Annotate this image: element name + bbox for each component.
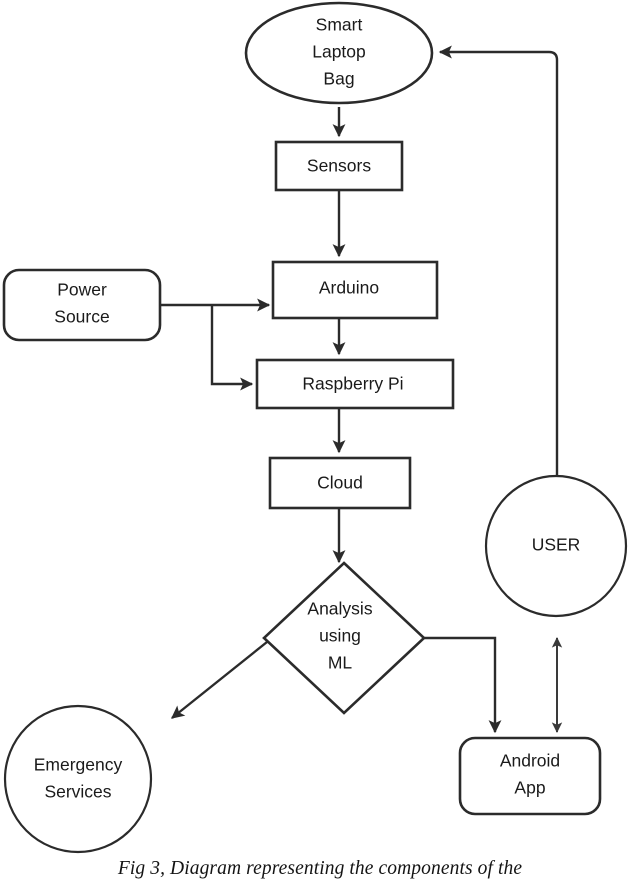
analysis-label-line3: ML — [328, 653, 353, 673]
node-emergency-services[interactable]: Emergency Services — [3, 704, 153, 854]
power-source-label-line1: Power — [57, 280, 107, 300]
node-smart-laptop-bag[interactable]: Smart Laptop Bag — [244, 1, 434, 105]
flowchart-diagram: Smart Laptop Bag Sensors Power Source Ar… — [2, 1, 628, 854]
emergency-services-circle — [3, 704, 153, 854]
android-app-rect — [458, 736, 602, 816]
android-app-label-line2: App — [514, 778, 545, 798]
edge-power-to-raspberry-pi — [210, 305, 254, 391]
edge-analysis-to-emergency-services — [171, 637, 273, 719]
user-label: USER — [532, 535, 581, 555]
smart-laptop-bag-label-line2: Laptop — [312, 42, 366, 62]
figure-caption: Fig 3, Diagram representing the componen… — [117, 858, 523, 879]
smart-laptop-bag-label-line1: Smart — [316, 15, 363, 35]
edge-analysis-to-android-app — [416, 636, 502, 734]
node-sensors[interactable]: Sensors — [274, 140, 404, 192]
node-user[interactable]: USER — [484, 474, 628, 618]
arduino-rect — [271, 260, 439, 320]
raspberry-pi-label: Raspberry Pi — [302, 374, 403, 394]
sensors-rect — [274, 140, 404, 192]
node-cloud[interactable]: Cloud — [268, 456, 412, 510]
node-power-source[interactable]: Power Source — [2, 268, 162, 342]
analysis-diamond — [262, 561, 426, 715]
node-arduino[interactable]: Arduino — [271, 260, 439, 320]
cloud-rect — [268, 456, 412, 510]
sensors-label: Sensors — [307, 156, 371, 176]
node-raspberry-pi[interactable]: Raspberry Pi — [255, 358, 455, 410]
smart-laptop-bag-label-line3: Bag — [323, 69, 354, 89]
power-source-rect — [2, 268, 162, 342]
emergency-services-label-line1: Emergency — [34, 755, 123, 775]
raspberry-pi-rect — [255, 358, 455, 410]
edge-user-to-bag — [438, 45, 559, 477]
analysis-label-line2: using — [319, 626, 361, 646]
smart-laptop-bag-ellipse — [244, 1, 434, 105]
node-analysis-using-ml[interactable]: Analysis using ML — [262, 561, 426, 715]
android-app-label-line1: Android — [500, 751, 560, 771]
arduino-label: Arduino — [319, 278, 379, 298]
user-circle — [484, 474, 628, 618]
emergency-services-label-line2: Services — [44, 782, 111, 802]
power-source-label-line2: Source — [54, 307, 109, 327]
node-android-app[interactable]: Android App — [458, 736, 602, 816]
cloud-label: Cloud — [317, 473, 363, 493]
analysis-label-line1: Analysis — [307, 599, 372, 619]
